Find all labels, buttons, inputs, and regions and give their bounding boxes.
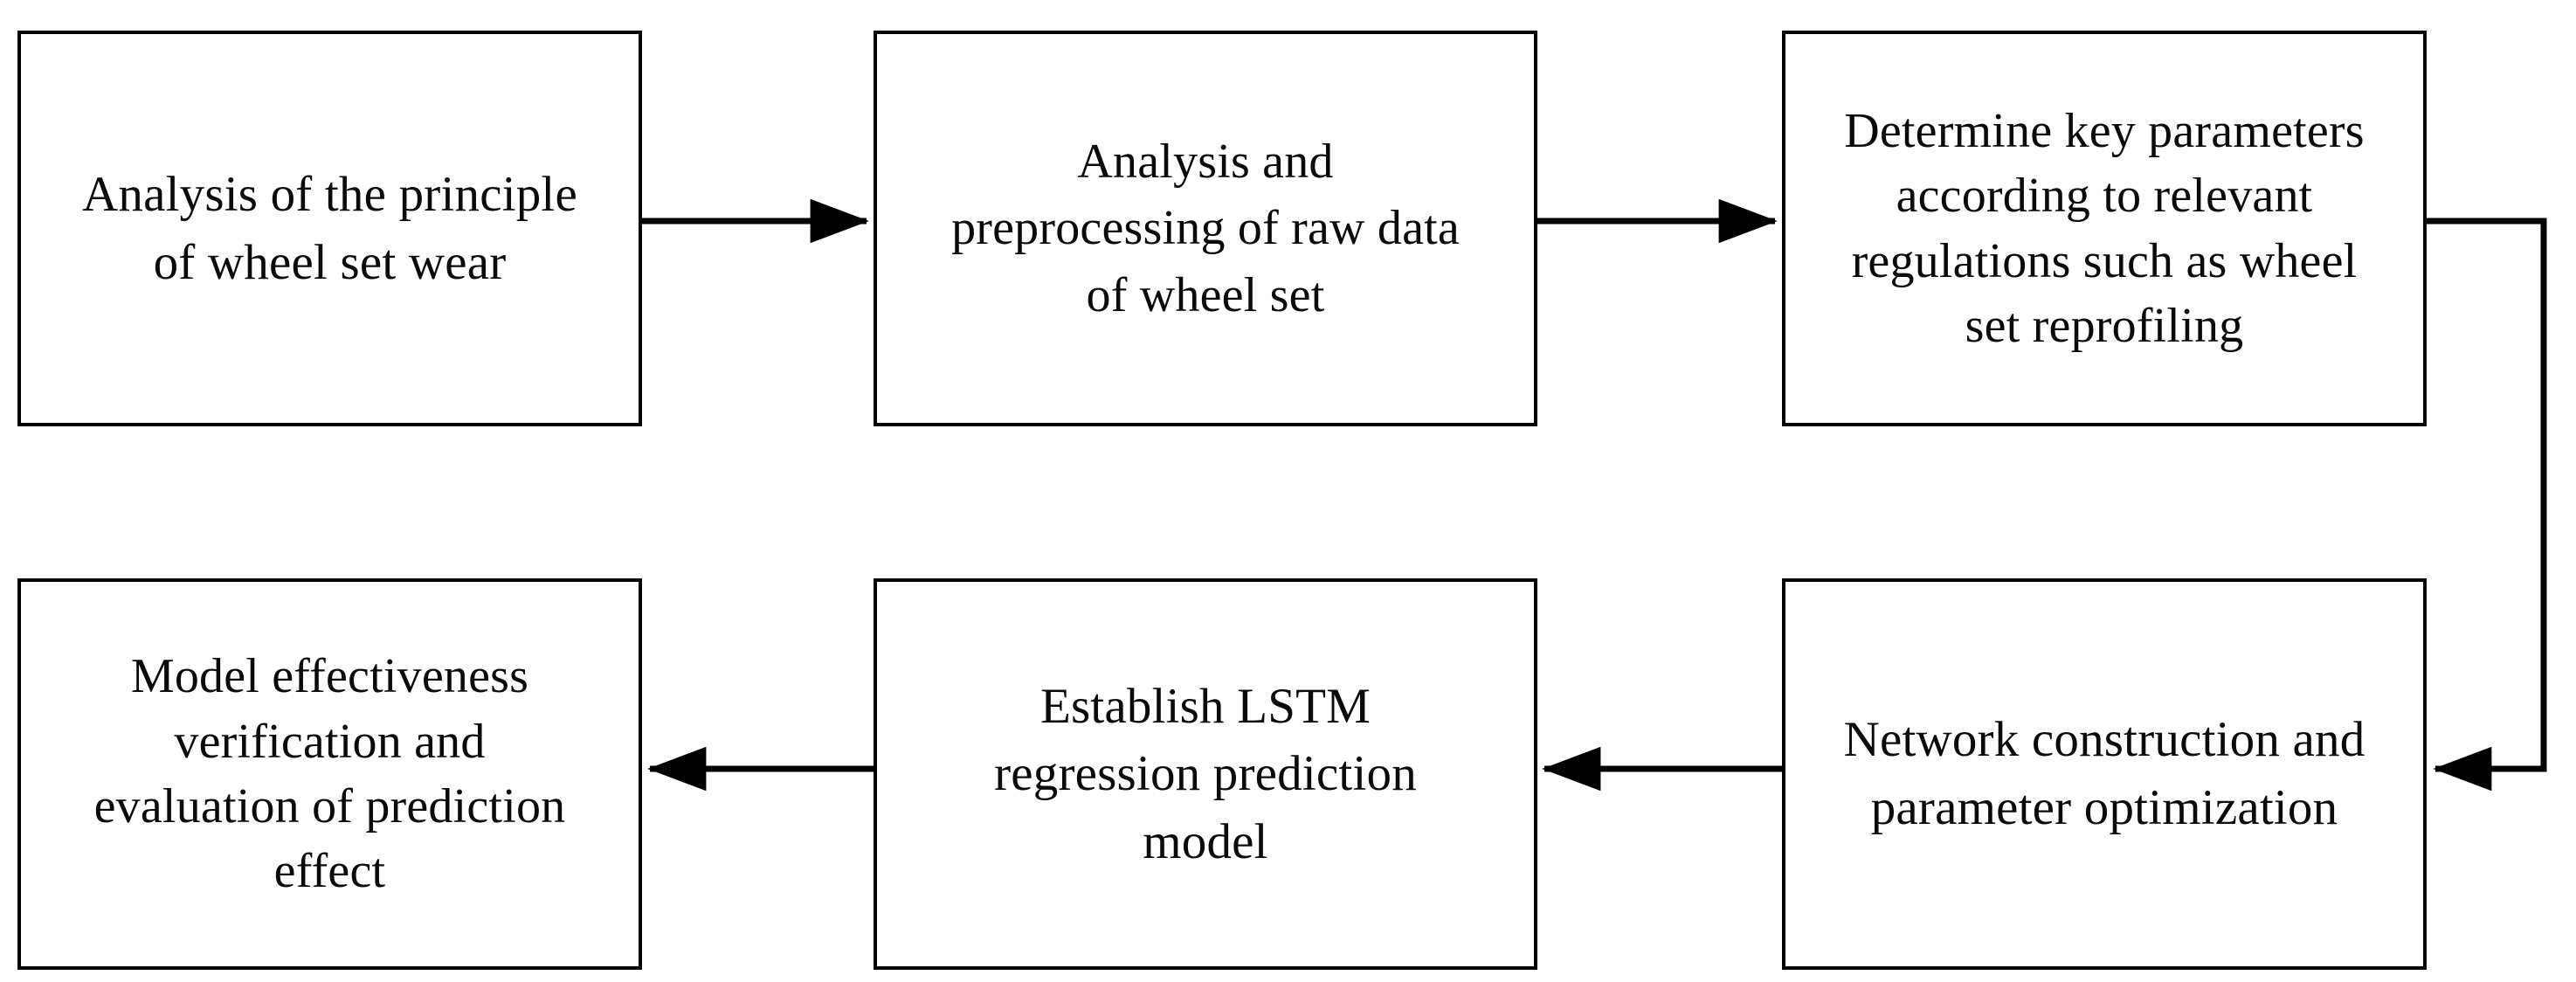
node-establish-lstm-regression-model[interactable]: Establish LSTM regression prediction mod… (874, 578, 1537, 970)
node-label: Network construction and parameter optim… (1843, 712, 2365, 835)
node-label: Analysis of the principle of wheel set w… (82, 166, 577, 290)
node-analysis-principle-wheel-set-wear[interactable]: Analysis of the principle of wheel set w… (17, 31, 642, 426)
node-label: Analysis and preprocessing of raw data o… (951, 135, 1460, 322)
node-model-effectiveness-verification[interactable]: Model effectiveness verification and eva… (17, 578, 642, 970)
node-label: Establish LSTM regression prediction mod… (994, 678, 1417, 869)
node-analysis-preprocessing-raw-data[interactable]: Analysis and preprocessing of raw data o… (874, 31, 1537, 426)
connector-node3-to-node6 (2427, 218, 2547, 792)
node-network-construction-parameter-optimization[interactable]: Network construction and parameter optim… (1782, 578, 2427, 970)
node-label: Determine key parameters according to re… (1844, 103, 2365, 353)
node-label: Model effectiveness verification and eva… (93, 649, 566, 899)
node-determine-key-parameters[interactable]: Determine key parameters according to re… (1782, 31, 2427, 426)
